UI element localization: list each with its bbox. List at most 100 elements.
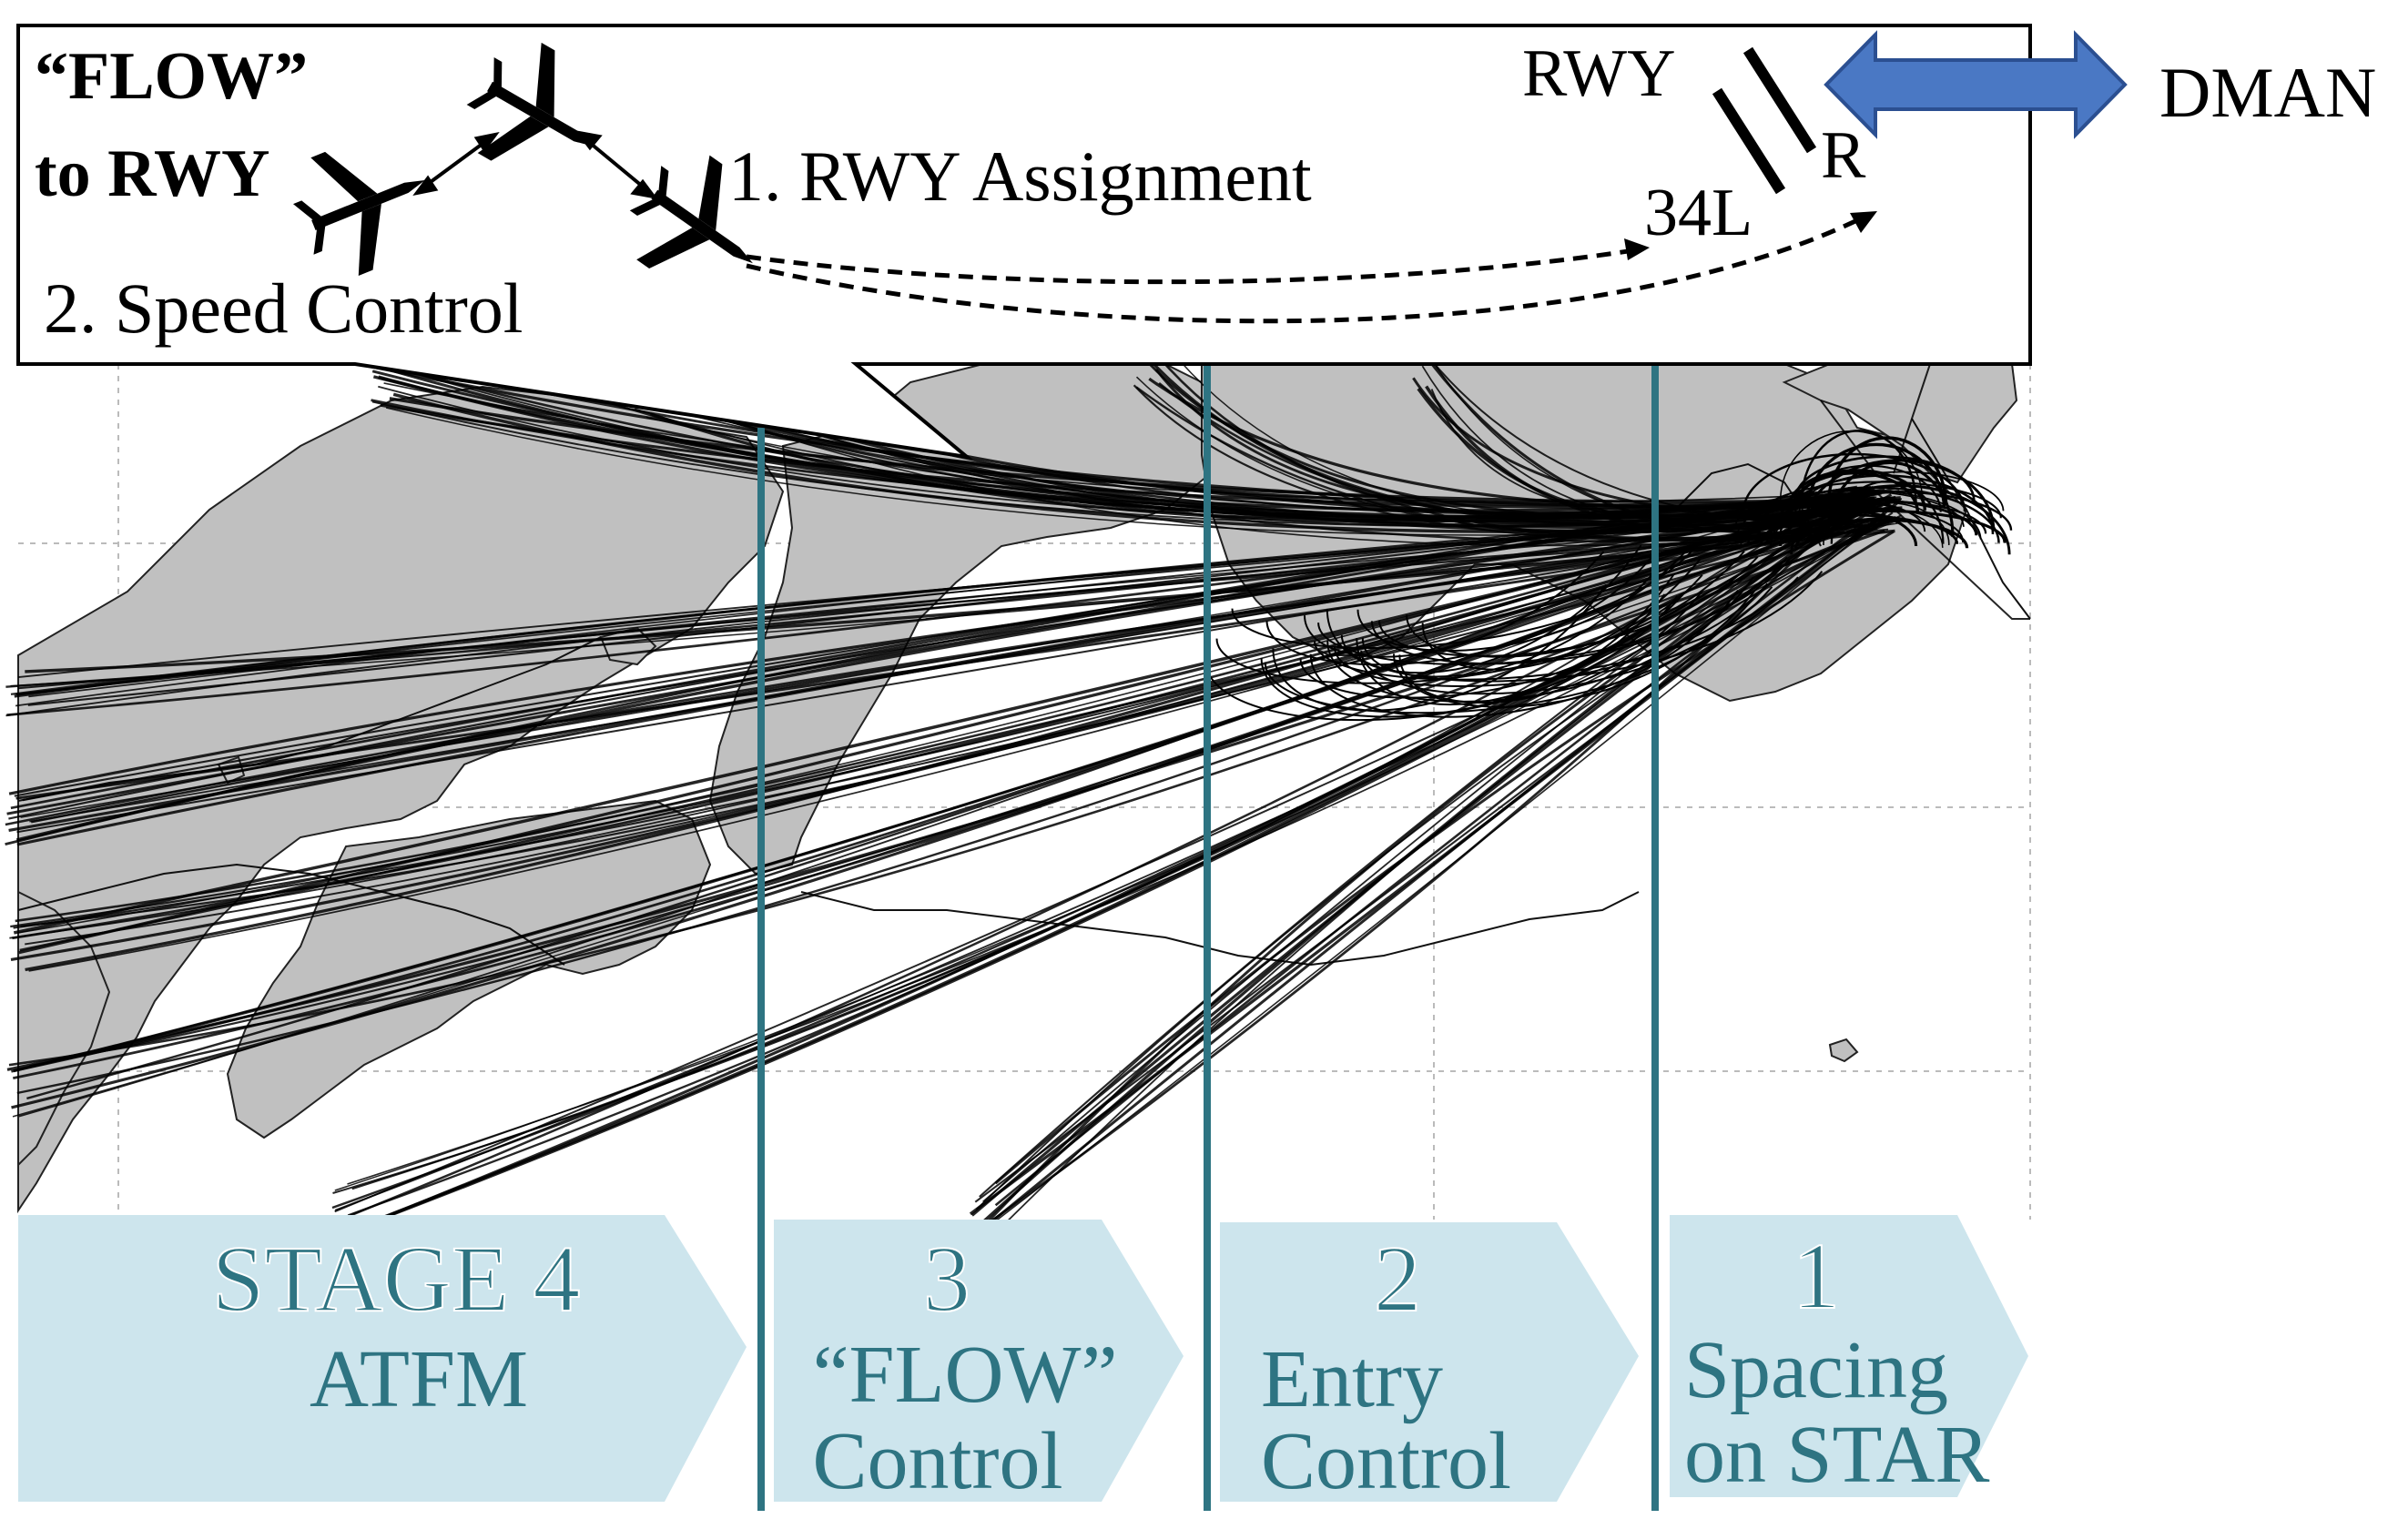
approach-loop xyxy=(1787,501,1926,532)
approach-loop xyxy=(1826,436,1948,506)
callout-box: “FLOW” to RWY 1. RWY Assignment 2. Speed… xyxy=(16,24,2032,461)
stage-4-banner: STAGE 4 ATFM xyxy=(18,1215,747,1502)
stage-2-banner: 2 Entry Control xyxy=(1220,1222,1639,1506)
flight-track xyxy=(332,487,1850,1194)
flight-track xyxy=(30,521,1890,824)
flight-track xyxy=(8,520,1895,1067)
vectoring-track xyxy=(1299,593,1684,699)
dman-arrow[interactable] xyxy=(1824,30,2128,139)
flight-track xyxy=(13,500,1872,1073)
route-arrowheads xyxy=(1624,211,1877,260)
stage-1-banner: 1 Spacing on STAR xyxy=(1670,1215,2028,1500)
flight-track xyxy=(1418,344,1852,526)
flight-track xyxy=(1133,384,1860,542)
flight-track xyxy=(15,487,1895,923)
flight-track xyxy=(13,501,1868,935)
flight-track xyxy=(974,511,1894,1203)
flight-track xyxy=(1820,400,1876,474)
approach-loop xyxy=(1794,518,1969,549)
vectoring-track xyxy=(1378,556,1759,657)
vectoring-track xyxy=(1272,583,1607,712)
runway-label: RWY xyxy=(1522,36,1676,111)
approach-loop xyxy=(1779,500,1987,534)
runway-routes xyxy=(746,218,1859,324)
stage-2-line1: Entry xyxy=(1261,1334,1443,1424)
approach-loop xyxy=(1790,484,2011,555)
stage-3-line2: Control xyxy=(812,1416,1062,1506)
flight-track xyxy=(5,527,1878,826)
stage-dividers xyxy=(757,364,1659,1511)
stage-1-line2: on STAR xyxy=(1684,1410,1989,1500)
flight-track xyxy=(16,519,1868,1095)
speed-control-label: 2. Speed Control xyxy=(44,268,523,348)
vectoring-track xyxy=(1309,590,1739,718)
approach-loops xyxy=(1204,429,2013,722)
stage-banners: STAGE 4 ATFM 3 “FLOW” Control 2 Entry Co… xyxy=(18,1215,2028,1506)
flight-track xyxy=(13,518,1892,929)
flight-track xyxy=(1424,355,1863,534)
flight-track xyxy=(975,515,1884,1210)
flight-track xyxy=(979,493,1857,1198)
flow-title-line1: “FLOW” xyxy=(35,39,308,114)
vectoring-track xyxy=(1356,573,1675,705)
flight-track xyxy=(991,513,1886,1225)
rwy-assignment-label: 1. RWY Assignment xyxy=(728,137,1312,216)
aircraft-icon xyxy=(629,155,753,269)
vectoring-track xyxy=(1334,582,1769,687)
approach-loop xyxy=(1786,469,1926,511)
aircraft-icon xyxy=(293,151,425,277)
airspace-map xyxy=(5,337,2031,1239)
approach-loop xyxy=(1825,461,1955,537)
flight-track xyxy=(1417,337,1898,534)
flight-track xyxy=(11,506,1873,1109)
runway-34l-label: 34L xyxy=(1644,176,1753,250)
flight-track xyxy=(990,511,1885,1223)
flight-track xyxy=(358,502,1865,1229)
approach-loop xyxy=(1757,499,1978,536)
flight-track xyxy=(982,489,1859,1203)
vectoring-track xyxy=(1204,595,1679,722)
approach-loop xyxy=(1739,513,1959,544)
runway-r-label: R xyxy=(1821,118,1866,193)
vectoring-track xyxy=(1361,573,1653,678)
vectoring-track xyxy=(1260,593,1666,718)
spacing-arrows xyxy=(412,130,658,199)
flight-track xyxy=(1134,348,1849,518)
flight-track xyxy=(16,517,1876,846)
stage-4-number: STAGE 4 xyxy=(212,1227,581,1332)
flight-track xyxy=(1875,491,2030,620)
vectoring-track xyxy=(1406,550,1745,658)
stage-1-line1: Spacing xyxy=(1684,1325,1948,1415)
vectoring-track xyxy=(1326,544,1642,674)
stage-3-number: 3 xyxy=(923,1227,970,1332)
flight-track xyxy=(26,492,1875,1100)
stage-2-number: 2 xyxy=(1374,1227,1421,1332)
approach-loop xyxy=(1779,509,1918,547)
stage-1-number: 1 xyxy=(1793,1224,1840,1329)
vectoring-track xyxy=(1326,576,1754,703)
stage-4-line1: ATFM xyxy=(310,1334,528,1424)
vectoring-track xyxy=(1231,543,1699,649)
flight-track xyxy=(28,516,1891,698)
aircraft-icon xyxy=(466,42,594,161)
flight-track xyxy=(10,530,1864,687)
flight-track xyxy=(8,522,1878,795)
flight-track xyxy=(338,503,1884,1237)
approach-loop xyxy=(1734,490,1965,527)
approach-loop xyxy=(1780,430,1924,502)
vectoring-track xyxy=(1356,545,1692,652)
stage-3-banner: 3 “FLOW” Control xyxy=(774,1220,1184,1506)
stage-3-line1: “FLOW” xyxy=(813,1330,1118,1420)
approach-loop xyxy=(1742,452,1966,512)
runway-icon xyxy=(1712,46,1817,195)
flight-track xyxy=(1893,363,1931,474)
flight-track xyxy=(1417,388,1851,521)
vectoring-track xyxy=(1215,573,1703,684)
flight-track xyxy=(27,501,1850,706)
dman-label: DMAN xyxy=(2159,53,2376,132)
flow-title-line2: to RWY xyxy=(35,137,269,211)
flight-track xyxy=(334,516,1896,1191)
approach-loop xyxy=(1757,481,2002,519)
flight-track xyxy=(25,489,1874,972)
